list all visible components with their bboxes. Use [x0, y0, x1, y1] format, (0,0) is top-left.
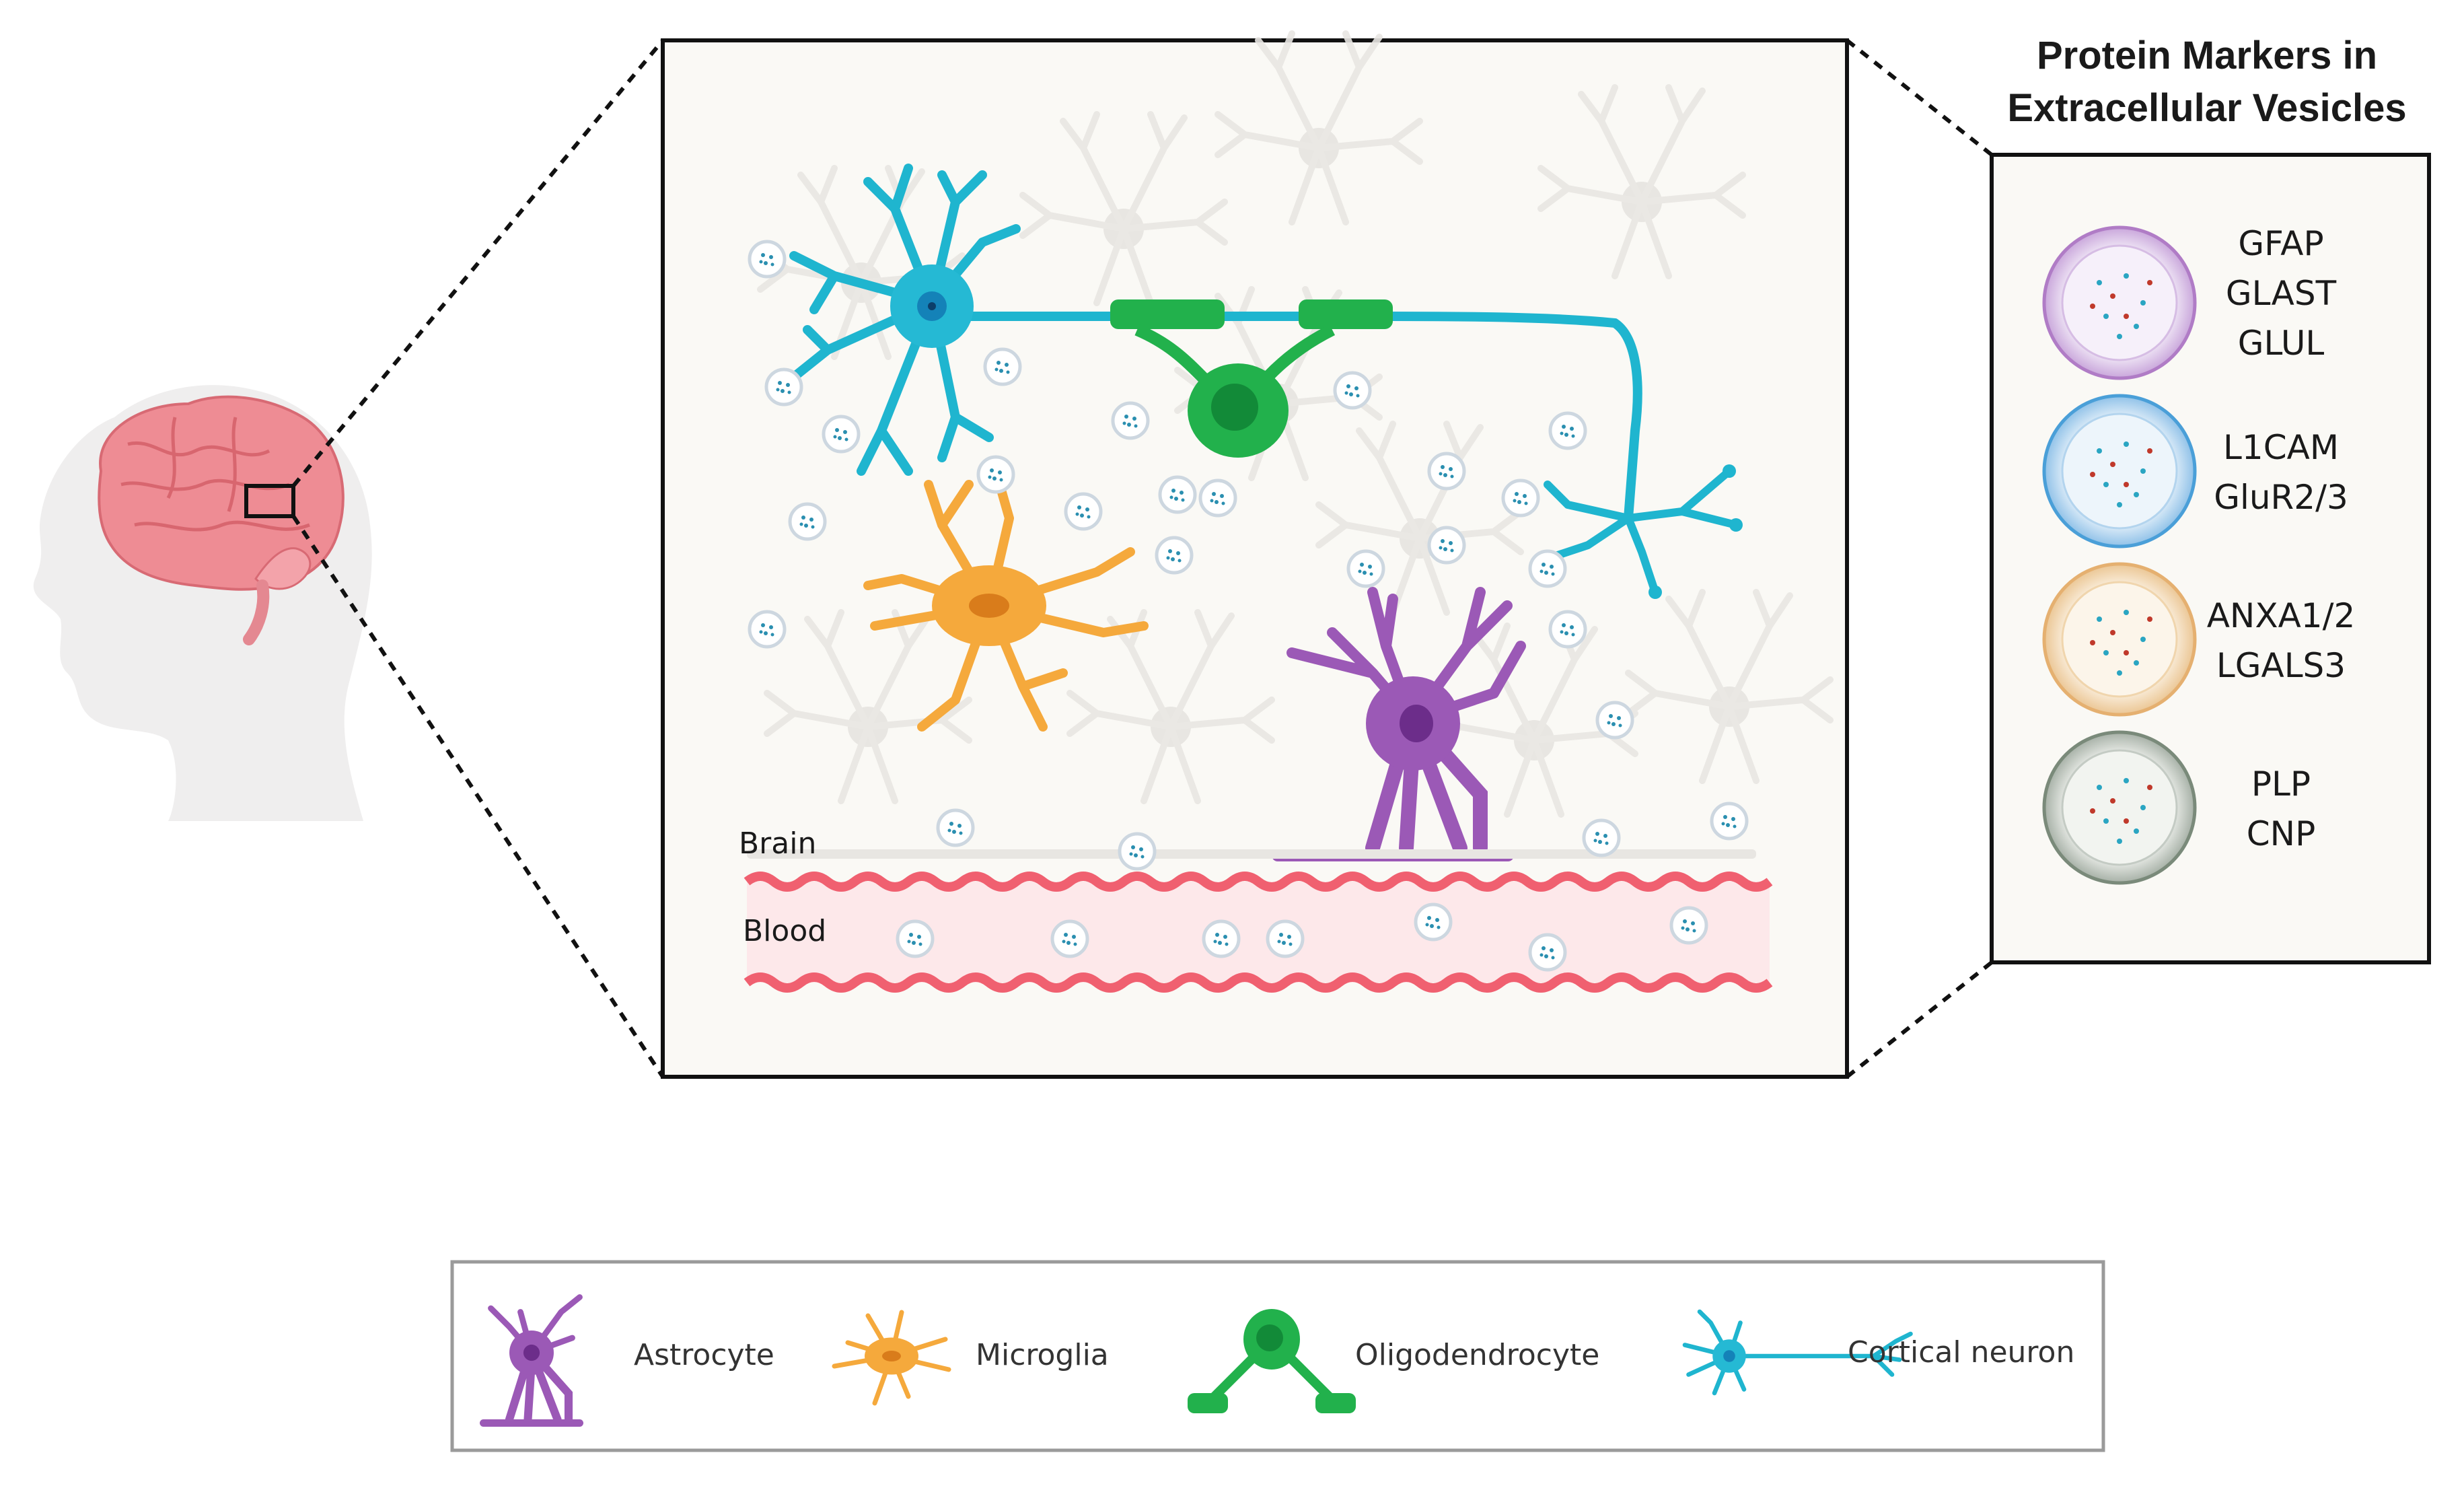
marker-l1cam: L1CAM	[2223, 428, 2339, 467]
panel-title-line-2: Extracellular Vesicles	[2007, 86, 2407, 130]
zoom-line-panel-top	[1846, 38, 1993, 157]
vesicle-astrocyte-icon	[2042, 225, 2197, 380]
legend-box	[450, 1260, 2105, 1452]
marker-lgals3: LGALS3	[2216, 646, 2346, 685]
marker-glast: GLAST	[2225, 274, 2337, 313]
marker-list-astrocyte: GFAP GLAST GLUL	[2153, 219, 2409, 368]
head-illustration	[33, 385, 372, 821]
oligodendrocyte-icon	[1188, 1309, 1356, 1413]
legend-label-microglia: Microglia	[976, 1338, 1109, 1372]
zoom-line-bottom	[291, 515, 665, 1078]
panel-title-line-1: Protein Markers in	[2036, 34, 2378, 77]
zoom-line-top	[291, 39, 665, 487]
panel-title: Protein Markers in Extracellular Vesicle…	[1992, 30, 2422, 135]
marker-glur: GluR2/3	[2214, 478, 2348, 517]
marker-list-neuron: L1CAM GluR2/3	[2153, 423, 2409, 522]
oligodendrocyte-cell	[1134, 324, 1336, 458]
glial-end-feet	[747, 849, 1756, 859]
zoom-region-box	[244, 484, 295, 518]
brain-icon	[98, 395, 345, 645]
marker-list-oligodendrocyte: PLP CNP	[2153, 759, 2409, 859]
blood-label: Blood	[743, 914, 827, 948]
marker-panel	[1990, 153, 2431, 964]
legend-label-astrocyte: Astrocyte	[634, 1338, 774, 1372]
marker-gfap: GFAP	[2238, 224, 2324, 263]
vesicle-microglia-icon	[2042, 562, 2197, 717]
microglia-cell	[863, 466, 1149, 732]
marker-plp: PLP	[2251, 765, 2311, 804]
neuron-icon	[1682, 1309, 1913, 1396]
vesicle-neuron-icon	[2042, 394, 2197, 548]
marker-cnp: CNP	[2246, 814, 2316, 853]
brain-blood-scene	[661, 34, 1849, 1079]
astrocyte-icon	[480, 1294, 583, 1427]
marker-list-microglia: ANXA1/2 LGALS3	[2153, 591, 2409, 690]
legend-label-cortical-neuron: Cortical neuron	[1848, 1335, 2075, 1370]
marker-anxa: ANXA1/2	[2206, 596, 2356, 635]
legend-label-oligodendrocyte: Oligodendrocyte	[1355, 1338, 1600, 1372]
microglia-icon	[832, 1310, 951, 1406]
brain-label: Brain	[739, 826, 817, 861]
marker-glul: GLUL	[2237, 324, 2325, 363]
vesicle-oligodendrocyte-icon	[2042, 730, 2197, 885]
zoom-line-panel-bottom	[1846, 960, 1993, 1079]
